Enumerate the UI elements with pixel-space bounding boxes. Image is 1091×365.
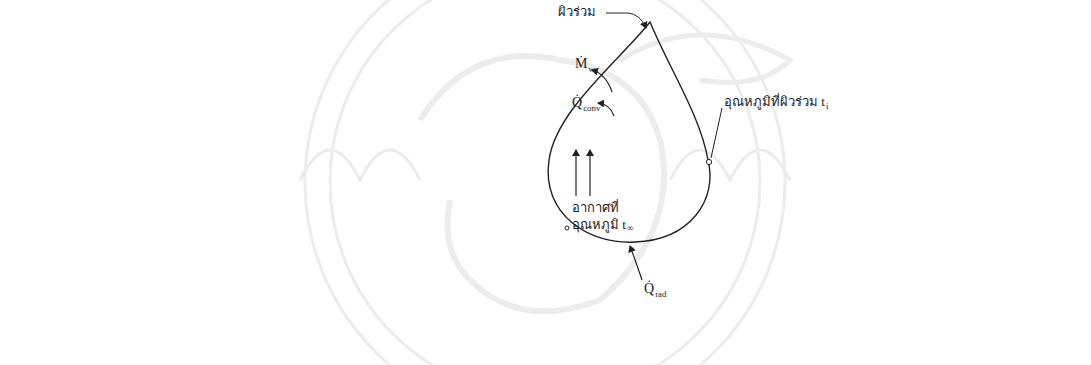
air-label: อากาศที่ [572, 200, 619, 216]
mass-flow-symbol: Ṁ [575, 56, 587, 73]
air-flow-arrow [589, 150, 590, 196]
subscript: w [588, 64, 595, 75]
temperature-leader [711, 108, 722, 158]
mass-flow-arrow [592, 70, 612, 92]
surface-point [565, 226, 569, 230]
subscript: conv [583, 103, 601, 114]
watermark-emblem [300, 0, 790, 365]
surface-leader [606, 13, 646, 28]
radiation-arrow [630, 246, 642, 280]
subscript: rad [655, 289, 667, 300]
air-label: อุณหภูมิ t [572, 217, 626, 233]
surface-point [706, 159, 711, 164]
air-flow-arrow [575, 150, 576, 196]
surface-label: ผิวร่วม [558, 4, 596, 20]
droplet-outline [548, 22, 710, 242]
temperature-label: อุณหภูมิที่ผิวร่วม t [724, 94, 825, 110]
heat-symbol: Q̇ [572, 95, 582, 112]
heat-symbol: Q̇ [644, 281, 654, 298]
subscript: ∞ [627, 223, 633, 234]
subscript: i [826, 101, 829, 112]
